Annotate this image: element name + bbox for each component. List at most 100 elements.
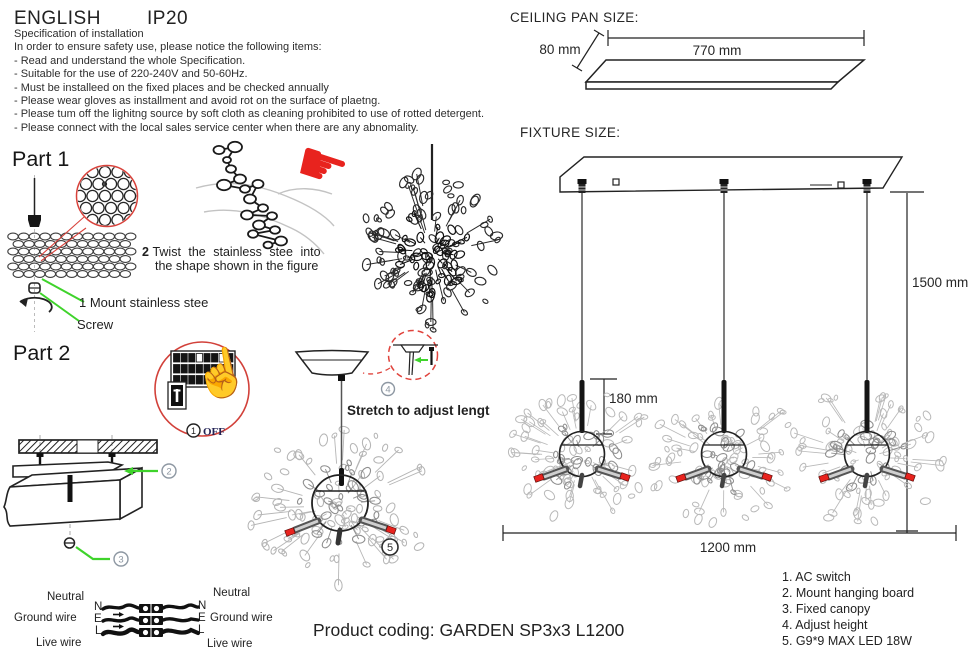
wiring-right-e: E [198,612,206,624]
marker-1 [186,423,201,438]
detail-cord [411,351,415,376]
parts-list-item: 4. Adjust height [782,617,868,632]
detail-circle [154,341,250,437]
wire-l-left [100,627,142,637]
fixture-length-label: 1200 mm [700,540,756,555]
ceiling-pan-drawing: 770 mm 80 mm [539,29,867,90]
pendants [507,179,947,528]
height-adjust-diagram: 4 5 [247,329,439,592]
marker-3-number: 3 [118,555,123,566]
detail-pointer [362,367,391,375]
step2-number: 2 [142,245,149,259]
wiring-left-e: E [94,613,102,625]
spec-block: Specification of installation In order t… [14,28,484,135]
flow-arrowhead [119,612,124,617]
wiring-connectors [100,603,201,637]
branch-line [203,209,325,255]
marker-4 [380,381,396,397]
mesh-zoom-detail [77,166,137,226]
ceiling-canopy [294,349,370,376]
wiring-right-neutral: Neutral [213,587,251,599]
hanging-board [559,156,904,193]
wire-n-left [101,603,141,611]
wire-l-right [160,627,201,636]
dim-tick [571,64,583,72]
breaker-switches [173,353,234,385]
detail-canopy [399,344,426,353]
wiring-left-neutral: Neutral [47,591,85,603]
wire-cloud [247,425,426,592]
canopy-box-front [3,479,121,527]
parts-list-item: 3. Fixed canopy [782,601,871,616]
marker-3 [113,551,129,567]
product-coding: Product coding: GARDEN SP3x3 L1200 [313,620,625,640]
power-off-detail: 1 OFF [154,341,250,438]
mount-screw [36,453,44,457]
ip-rating: IP20 [147,8,189,29]
wiring-left-l: L [95,625,102,637]
zoom-circle [75,164,139,228]
step2-text-line1: Twist the stainless stee into [152,245,321,259]
parts-list-item: 5. G9*9 MAX LED 18W [782,633,912,648]
zoom-leader-line [40,227,87,262]
wiring-right-l: L [198,624,205,636]
marker-2 [161,463,177,479]
wiring-right-n: N [198,600,207,612]
pan-depth-label: 80 mm [539,42,580,57]
board-hole [612,178,620,186]
ceiling-pan-title: CEILING PAN SIZE: [510,10,639,25]
wire-loops [212,140,288,250]
part1-step1: 1 Mount stainless stee [79,295,209,310]
dim-line-80 [576,32,600,69]
marker-5 [381,538,399,556]
detail-screw-head [429,347,434,351]
terminal-blocks [139,604,163,637]
spec-item: - Must be installeed on the fixed places… [14,81,329,94]
detail-cord [408,351,411,376]
pendant-rod [339,468,344,486]
pan-top-face [584,59,867,83]
green-leader-3 [75,546,110,561]
wiring-left-n: N [94,601,103,613]
spec-item: - Please connect with the local sales se… [14,121,419,134]
leader-screw [39,292,80,322]
screw-label: Screw [77,317,114,332]
part1-title: Part 1 [12,147,70,171]
pan-width-label: 770 mm [693,43,742,58]
canopy-mounting-diagram: 2 3 [3,435,177,567]
lamp-arms [284,516,397,546]
wiring-right-live: Live wire [207,638,253,650]
mount-screw [108,453,116,457]
drop-height-label: 1500 mm [912,275,968,290]
rotation-arrowhead [20,298,28,307]
wire-e-right [161,617,200,623]
center-slot [67,475,73,502]
spec-item: - Please wear gloves as installment and … [14,95,381,108]
dim-tick [593,29,605,37]
parts-list-item: 2. Mount hanging board [782,585,915,600]
marker-1-number: 1 [191,426,196,436]
branch-line [277,188,333,195]
part2-title: Part 2 [13,341,71,365]
canopy-nipple [338,375,345,381]
part1-step2: 2 Twist the stainless stee into the shap… [142,245,321,273]
twisted-branch-sketch [195,140,335,255]
wire-cloud [361,167,504,333]
green-arrowhead-2 [124,467,133,475]
rotation-arrow [19,296,53,313]
off-label: OFF [203,426,225,438]
spec-intro: In order to ensure safety use, please no… [14,41,322,54]
spec-title: Specification of installation [14,28,144,40]
wiring-right-ground: Ground wire [210,612,273,624]
leader-mount [41,278,85,303]
parts-list-item: 1. AC switch [782,570,851,584]
board-hole [837,181,845,189]
step2-text-line2: the shape shown in the figure [155,259,319,273]
screw-body [28,215,41,227]
wire-e-left [101,616,141,623]
green-arrowhead-4 [414,357,421,363]
part1-chandelier-sketch [361,144,504,333]
rod-length-label: 180 mm [609,391,658,406]
marker-4-number: 4 [385,385,390,396]
